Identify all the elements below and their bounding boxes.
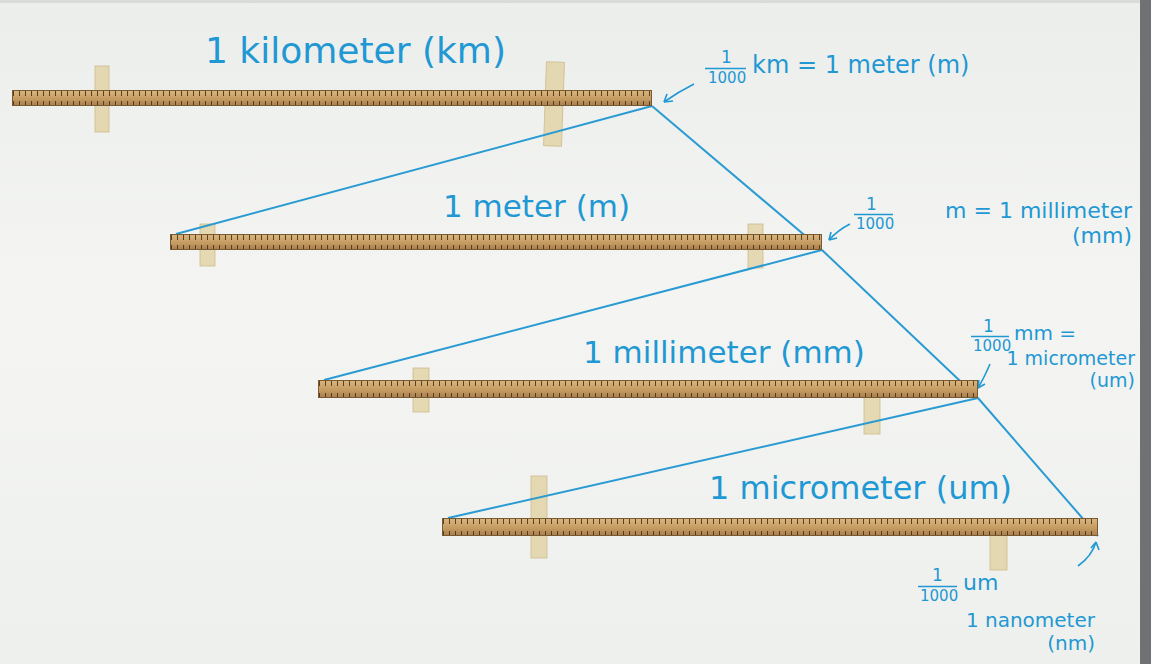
zoom-line <box>822 250 978 398</box>
unit-note: 1 micrometer (um) <box>990 348 1135 392</box>
arrow-head <box>978 380 985 388</box>
meter-stick: 1 meter (m) <box>170 234 822 250</box>
unit-note: 1000 <box>973 338 1011 355</box>
unit-note: mm = <box>1014 322 1076 345</box>
unit-note: 1 <box>983 317 994 337</box>
zoom-line <box>176 106 652 234</box>
meter-stick: 1 micrometer (um) <box>442 518 1098 536</box>
unit-note: 1 <box>932 566 943 586</box>
leader-arrow <box>829 224 850 240</box>
unit-note: um <box>963 570 998 595</box>
masking-tape <box>531 476 547 558</box>
leader-arrow <box>664 84 694 102</box>
unit-note: 1 <box>721 48 732 68</box>
arrow-head <box>829 232 837 240</box>
zoom-line <box>652 106 822 250</box>
meter-stick: 1 millimeter (mm) <box>318 380 978 398</box>
whiteboard-frame <box>1140 0 1151 664</box>
arrow-head <box>1091 542 1099 550</box>
scale-heading: 1 micrometer (um) <box>709 471 1012 506</box>
scale-heading: 1 meter (m) <box>443 189 630 223</box>
unit-note: km = 1 meter (m) <box>752 52 969 80</box>
scale-heading: 1 kilometer (km) <box>205 31 506 71</box>
unit-note: 1 <box>866 195 877 215</box>
scale-heading: 1 millimeter (mm) <box>583 335 865 369</box>
arrow-head <box>664 94 673 102</box>
unit-note: m = 1 millimeter (mm) <box>897 198 1132 249</box>
unit-note: 1000 <box>920 588 958 605</box>
unit-note: 1000 <box>708 70 746 87</box>
unit-note: 1000 <box>856 216 894 233</box>
unit-note: 1 nanometer (nm) <box>935 609 1095 655</box>
zoom-line <box>978 398 1098 536</box>
whiteboard-edge <box>0 0 1140 3</box>
meter-stick: 1 kilometer (km) <box>12 90 652 106</box>
leader-arrow <box>978 364 990 388</box>
